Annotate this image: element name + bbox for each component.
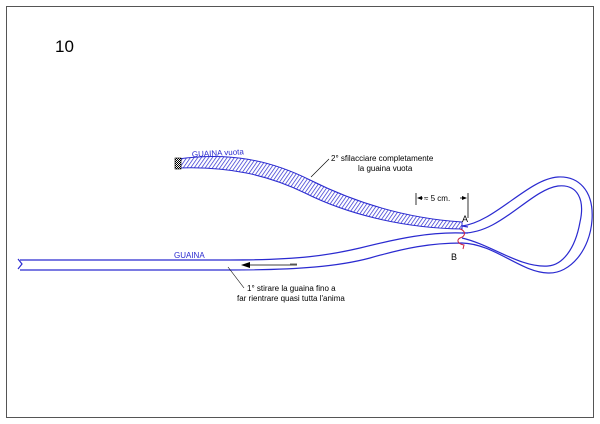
guaina-vuota-label: GUAINA vuota — [192, 147, 245, 159]
note-2-leader — [310, 158, 330, 178]
empty-sheath — [177, 156, 463, 230]
splice-mark — [457, 228, 465, 250]
pull-arrow — [241, 262, 297, 268]
note-1-line2: far rientrare quasi tutta l'anima — [237, 294, 345, 303]
dimension-arrow-right — [462, 196, 467, 200]
sheath-frayed-end — [174, 157, 182, 170]
note-1-line1: 1° stirare la guaina fino a — [247, 284, 336, 293]
page-border — [6, 6, 594, 418]
step-number: 10 — [55, 37, 74, 56]
dimension-arrow-left — [417, 196, 422, 200]
main-rope — [17, 176, 593, 274]
point-a-label: A — [462, 214, 468, 224]
note-2-line1: 2° sfilacciare completamente — [331, 154, 434, 163]
dimension-label: ≈ 5 cm. — [424, 194, 450, 203]
point-b-label: B — [451, 252, 457, 262]
note-1-leader — [227, 266, 245, 289]
guaina-label: GUAINA — [174, 251, 205, 260]
note-2-line2: la guaina vuota — [358, 164, 413, 173]
